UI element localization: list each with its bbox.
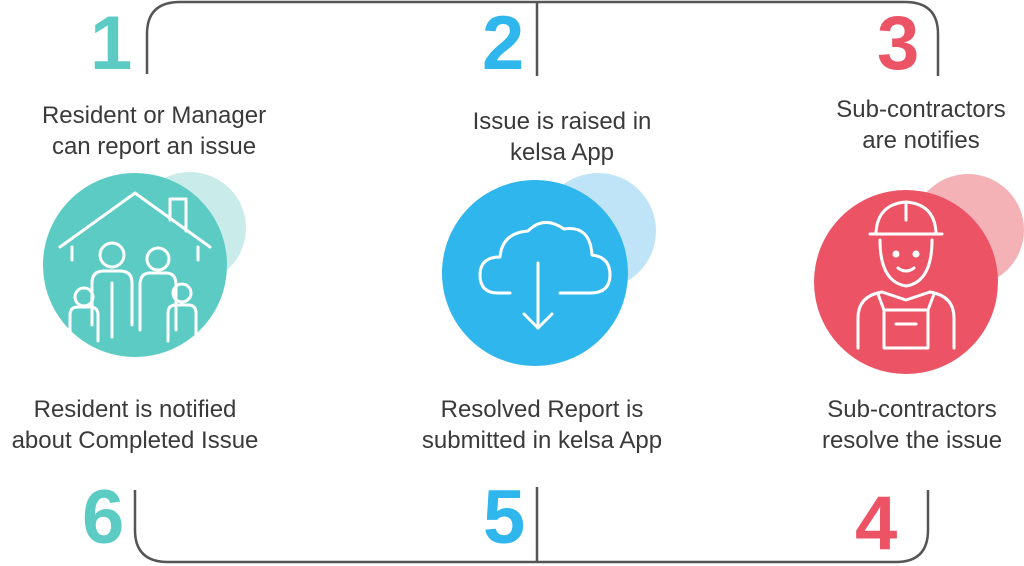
top-bracket bbox=[145, 0, 940, 76]
step-1-number: 1 bbox=[90, 1, 133, 86]
step-6-line-2: about Completed Issue bbox=[11, 427, 259, 454]
step-2-line-2: kelsa App bbox=[509, 139, 615, 166]
cloud-download-icon bbox=[478, 221, 612, 330]
step-3-line-1: Sub-contractors bbox=[836, 96, 1006, 123]
step-2-number: 2 bbox=[482, 1, 525, 86]
step-5-line-1: Resolved Report is bbox=[440, 396, 644, 423]
step-4-text: Sub-contractors resolve the issue bbox=[800, 394, 1024, 456]
step-1-circle bbox=[30, 165, 260, 365]
step-2-text: Issue is raised in kelsa App bbox=[422, 106, 702, 168]
step-3-text: Sub-contractors are notifies bbox=[818, 94, 1024, 156]
step-1-line-2: can report an issue bbox=[51, 133, 257, 160]
step-6-text: Resident is notified about Completed Iss… bbox=[0, 394, 270, 456]
step-4-line-2: resolve the issue bbox=[821, 427, 1003, 454]
step-2-circle bbox=[440, 165, 665, 375]
step-5-text: Resolved Report is submitted in kelsa Ap… bbox=[402, 394, 682, 456]
step-3-number: 3 bbox=[877, 1, 920, 86]
step-3-circle bbox=[808, 170, 1024, 390]
step-4-line-1: Sub-contractors bbox=[827, 396, 997, 423]
worker-icon bbox=[856, 200, 956, 350]
step-4-number: 4 bbox=[855, 481, 898, 566]
step-2-line-1: Issue is raised in bbox=[472, 108, 652, 135]
step-6-number: 6 bbox=[82, 475, 125, 560]
step-3-line-2: are notifies bbox=[862, 127, 980, 154]
step-5-line-2: submitted in kelsa App bbox=[421, 427, 663, 454]
step-1-text: Resident or Manager can report an issue bbox=[14, 100, 294, 162]
bottom-bracket bbox=[133, 490, 930, 564]
house-family-icon bbox=[58, 191, 212, 343]
step-1-line-1: Resident or Manager bbox=[41, 102, 267, 129]
step-5-number: 5 bbox=[483, 475, 526, 560]
step-6-line-1: Resident is notified bbox=[33, 396, 237, 423]
